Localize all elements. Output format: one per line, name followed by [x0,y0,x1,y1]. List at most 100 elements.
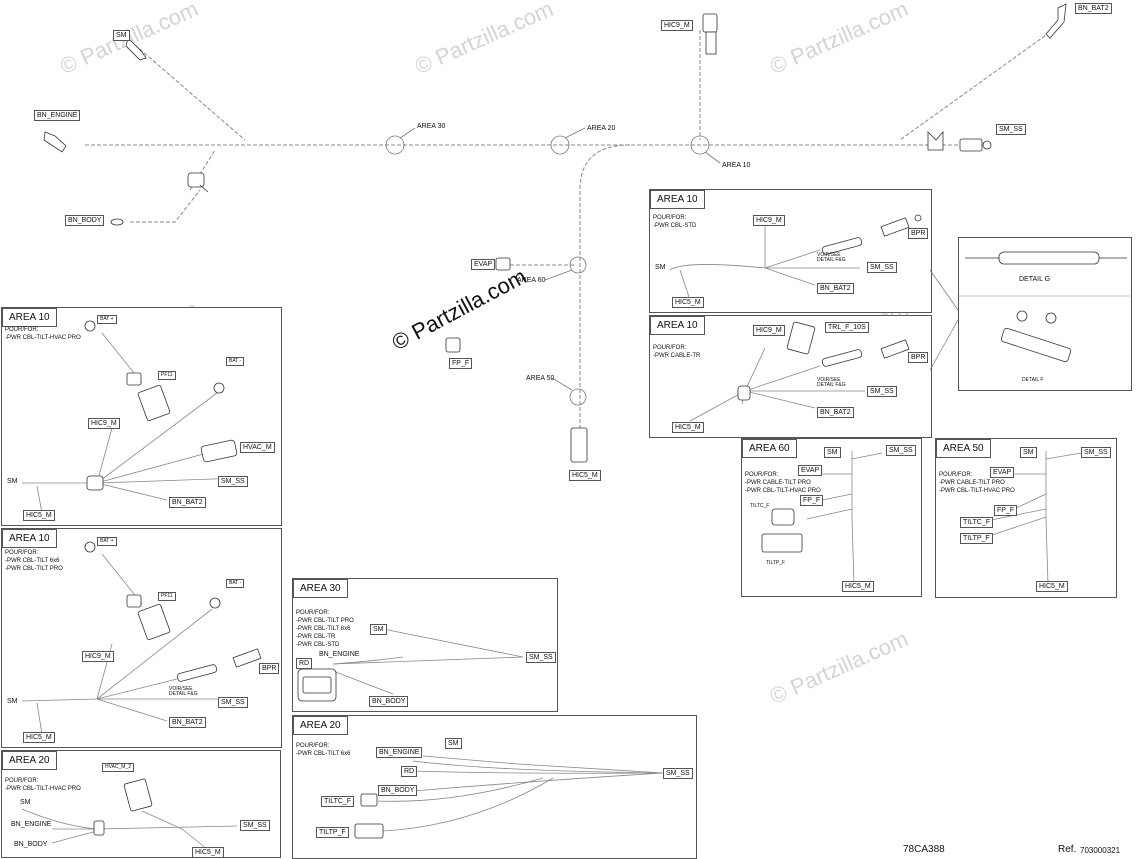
diagram-code: 78CA388 [903,844,945,855]
label-hic9-m: HIC9_M [88,418,120,429]
panel-pour-for: POUR/FOR: -PWR CBL-TILT-HVAC PRO [5,327,81,341]
panel-pour-for: POUR/FOR: -PWR CABLE-TILT PRO -PWR CBL-T… [745,472,821,494]
panel-wiring [21,541,262,735]
panel-pour-for: POUR/FOR: -PWR CBL-TILT-HVAC PRO [5,778,81,792]
label-voir-see: VOIR/SEE DETAIL F&G [817,252,846,263]
label-bn-body: BN_BODY [65,215,105,226]
label-tiltc-f: TILTC_F [750,503,770,509]
panel-title: AREA 10 [2,529,57,548]
label-fp-f: FP_F [800,495,824,506]
panel-pour-for: POUR/FOR: -PWR CABLE-TR [653,345,701,359]
panel-title: AREA 50 [936,439,991,458]
label-bat-minus: BAT - [226,579,245,588]
label-tiltc-f: TILTC_F [321,796,355,807]
label-area-30: AREA 30 [417,123,446,130]
label-voir-see: VOIR/SEE DETAIL F&G [817,377,846,388]
label-evap: EVAP [990,467,1015,478]
panel-area-30: AREA 30 POUR/FOR: -PWR CBL-TILT PRO -PWR… [292,578,558,712]
panel-pour-for: POUR/FOR: -PWR CBL-TILT 6x6 -PWR CBL-TIL… [5,550,63,572]
label-sm-ss: SM_SS [663,768,693,779]
label-bn-engine: BN_ENGINE [376,747,423,758]
label-hic5-m: HIC5_M [569,470,601,481]
label-hic5-m: HIC5_M [23,732,55,743]
label-bn-bat2: BN_BAT2 [817,407,854,418]
panel-area-20-hvac: AREA 20 POUR/FOR: -PWR CBL-TILT-HVAC PRO… [1,750,281,858]
panel-wiring [689,321,910,422]
panel-area-10-tr: AREA 10 POUR/FOR: -PWR CABLE-TR HIC9_M T… [649,315,932,438]
label-tiltp-f: TILTP_F [316,827,349,838]
label-fp-f: FP_F [994,505,1018,516]
label-sm-ss: SM_SS [1081,447,1111,458]
label-hic9-m: HIC9_M [661,20,693,31]
label-bn-body: BN_BODY [378,785,418,796]
panel-title: AREA 30 [293,579,348,598]
panel-title: AREA 20 [293,716,348,735]
panel-pour-for: POUR/FOR: -PWR CBL-TILT 6x6 [296,743,351,757]
label-sm: SM [445,738,462,749]
label-rd: RD [401,766,418,777]
label-tiltc-f: TILTC_F [960,517,994,528]
label-bpr: BPR [908,228,929,239]
label-voir-see: VOIR/SEE DETAIL F&G [169,686,198,697]
label-bat-plus: BAT + [97,537,117,546]
panel-title: AREA 20 [2,751,57,770]
label-bn-engine: BN_ENGINE [34,110,81,121]
panel-pour-for: POUR/FOR: -PWR CBL-STD [653,215,697,229]
label-hic5-m: HIC5_M [672,297,704,308]
ref-label: Ref. [1058,844,1077,855]
label-bn-body: BN_BODY [14,841,48,848]
panel-title: AREA 10 [650,190,705,209]
label-sm: SM [113,30,130,41]
label-sm-ss: SM_SS [996,124,1026,135]
label-bn-bat2: BN_BAT2 [169,497,206,508]
label-hic9-m: HIC9_M [82,651,114,662]
label-bn-bat2: BN_BAT2 [817,283,854,294]
panel-area-20-6x6: AREA 20 POUR/FOR: -PWR CBL-TILT 6x6 SM B… [292,715,697,859]
label-evap: EVAP [471,259,496,270]
panel-wiring [354,755,664,839]
label-rd: RD [296,658,313,669]
label-bn-bat2: BN_BAT2 [1075,3,1112,14]
label-sm-ss: SM_SS [218,476,248,487]
label-tiltp-f: TILTP_F [960,533,993,544]
label-pf11: PF11 [158,592,176,601]
label-area-20: AREA 20 [587,125,616,132]
label-bpr: BPR [908,352,929,363]
label-sm-ss: SM_SS [240,820,270,831]
label-hic5-m: HIC5_M [672,422,704,433]
label-sm: SM [20,799,31,806]
label-sm: SM [655,264,666,271]
label-sm-ss: SM_SS [867,262,897,273]
label-sm: SM [1020,447,1037,458]
label-bn-engine: BN_ENGINE [319,651,360,658]
label-bn-body: BN_BODY [369,696,409,707]
label-hic5-m: HIC5_M [23,510,55,521]
label-tiltp-f: TILTP_F [766,560,786,566]
label-hvac-m-2: HVAC_M_2 [102,763,135,772]
label-sm: SM [824,447,841,458]
label-bn-bat2: BN_BAT2 [169,717,206,728]
panel-wiring [669,214,922,301]
label-sm-ss: SM_SS [218,697,248,708]
panel-area-60: AREA 60 POUR/FOR: -PWR CABLE-TILT PRO -P… [741,438,922,597]
label-trl-f-10s: TRL_F_10S [825,322,869,333]
panel-wiring [297,628,524,702]
label-sm: SM [370,624,387,635]
label-bn-engine: BN_ENGINE [11,821,52,828]
panel-area-10-hvac: AREA 10 POUR/FOR: -PWR CBL-TILT-HVAC PRO… [1,307,282,526]
panel-pour-for: POUR/FOR: -PWR CABLE-TILT PRO -PWR CBL-T… [939,472,1015,494]
label-fp-f: FP_F [449,358,473,369]
label-area-60: AREA 60 [517,277,546,284]
label-pf11: PF11 [158,371,176,380]
label-bat-minus: BAT - [226,357,245,366]
label-hic9-m: HIC9_M [753,325,785,336]
detail-g-title: DETAIL G [1019,276,1051,283]
label-hvac-m: HVAC_M [240,442,275,453]
panel-area-10-std: AREA 10 POUR/FOR: -PWR CBL-STD HIC9_M BP… [649,189,932,313]
panel-wiring [22,320,243,514]
panel-area-50: AREA 50 POUR/FOR: -PWR CABLE-TILT PRO -P… [935,438,1117,598]
label-sm-ss: SM_SS [886,445,916,456]
panel-title: AREA 60 [742,439,797,458]
